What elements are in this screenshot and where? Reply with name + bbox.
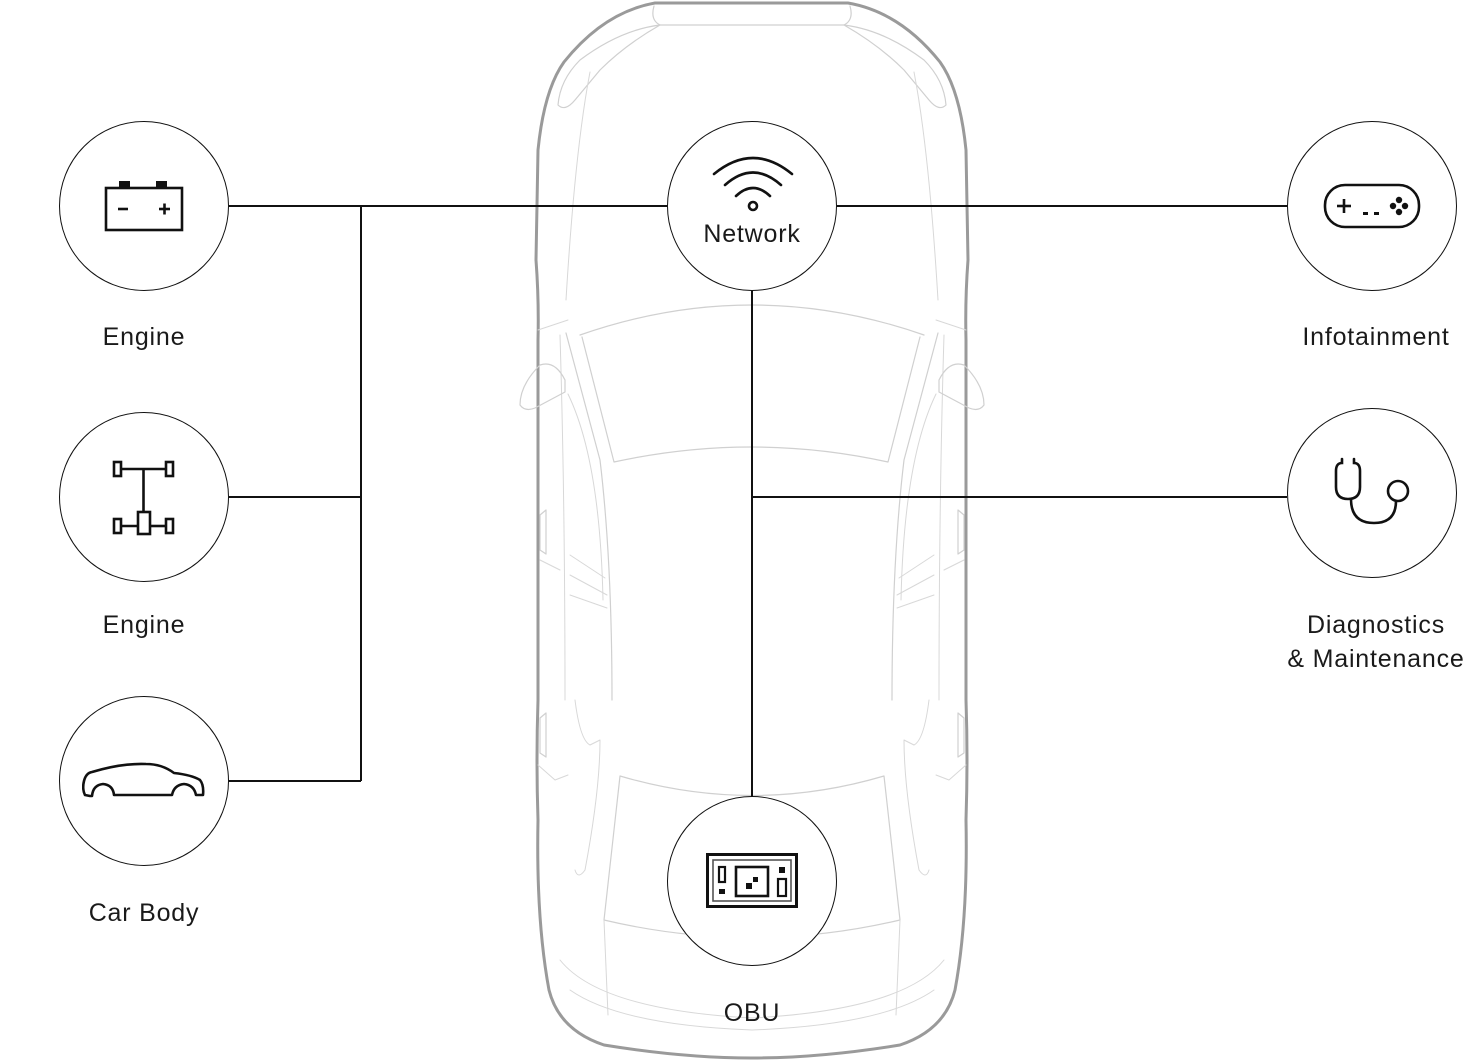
stethoscope-icon	[1334, 457, 1410, 525]
infotainment-node[interactable]	[1287, 121, 1457, 291]
infotainment-label: Infotainment	[1302, 323, 1450, 351]
engine-drivetrain-label: Engine	[102, 611, 186, 639]
obu-label: OBU	[723, 999, 781, 1027]
wifi-icon	[712, 156, 794, 212]
diagnostics-label-line2: & Maintenance	[1287, 645, 1465, 673]
diagnostics-label-line1: Diagnostics	[1306, 611, 1446, 639]
battery-icon	[104, 181, 184, 232]
diagnostics-node[interactable]	[1287, 408, 1457, 578]
network-hub-node[interactable]: Network	[667, 121, 837, 291]
gamepad-icon	[1323, 183, 1421, 229]
car-body-outline	[534, 1, 970, 1060]
circuit-board-icon	[706, 853, 798, 908]
network-hub-label: Network	[703, 220, 801, 248]
engine-drivetrain-node[interactable]	[59, 412, 229, 582]
car-side-icon	[82, 762, 205, 798]
drivetrain-axle-icon	[112, 460, 175, 536]
engine-battery-node[interactable]	[59, 121, 229, 291]
diagnostics-label: Diagnostics & Maintenance	[1287, 608, 1464, 676]
obu-node[interactable]	[667, 796, 837, 966]
engine-battery-label: Engine	[102, 323, 186, 351]
car-body-label: Car Body	[88, 899, 200, 927]
car-body-node[interactable]	[59, 696, 229, 866]
